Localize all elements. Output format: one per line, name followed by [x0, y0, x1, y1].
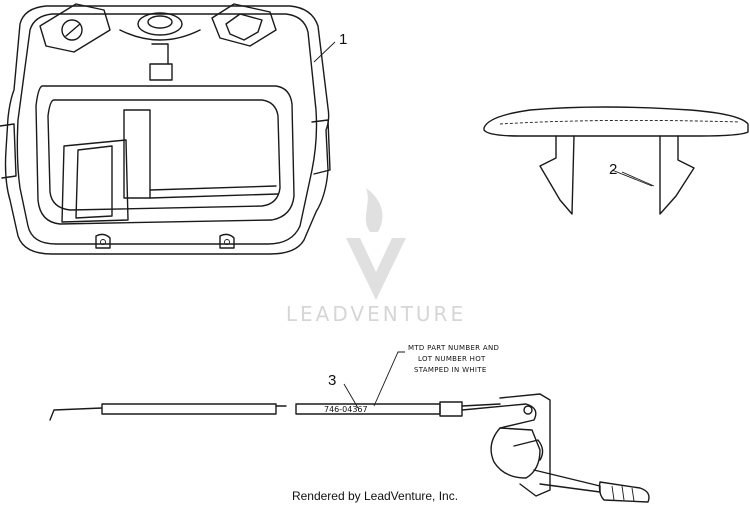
watermark-text: LEADVENTURE [286, 302, 466, 326]
callout-2[interactable]: 2 [609, 161, 617, 178]
note-line-1: MTD PART NUMBER AND [408, 344, 499, 352]
clip-part[interactable] [483, 106, 749, 215]
leadventure-logo-icon [346, 188, 406, 300]
callout-3[interactable]: 3 [328, 372, 336, 389]
leader-lines [313, 41, 655, 409]
note-line-3: STAMPED IN WHITE [414, 366, 487, 374]
note-line-2: LOT NUMBER HOT [418, 355, 486, 363]
callout-1[interactable]: 1 [339, 31, 347, 48]
footer-credit: Rendered by LeadVenture, Inc. [292, 489, 458, 503]
cable-part-number: 746-04367 [324, 405, 368, 414]
throttle-cable-part[interactable] [49, 393, 650, 503]
fuel-tank-part[interactable] [0, 3, 331, 255]
watermark: LEADVENTURE [286, 188, 466, 326]
